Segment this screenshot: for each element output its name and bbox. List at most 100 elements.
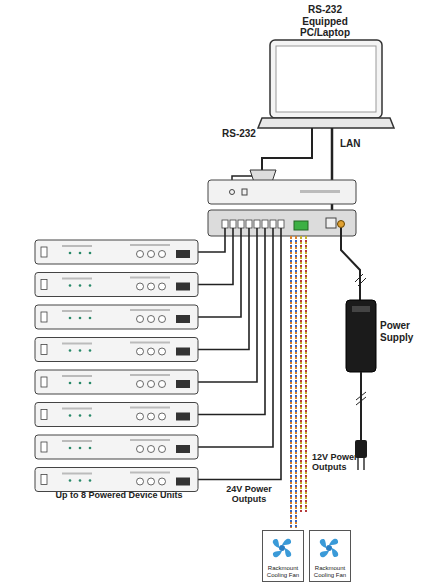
device-connector [148, 251, 155, 258]
device-connector [159, 251, 166, 258]
device-led [79, 252, 82, 255]
device-cable [198, 228, 249, 350]
device-cable [198, 228, 273, 447]
device-marking [62, 343, 92, 345]
device-connector [137, 251, 144, 258]
device-led [79, 447, 82, 450]
device-led [89, 414, 92, 417]
device-terminal [176, 250, 190, 258]
device-led [89, 284, 92, 287]
device-led [89, 252, 92, 255]
device-led [79, 479, 82, 482]
device-unit [35, 305, 198, 329]
device-led [69, 479, 72, 482]
device-connector [148, 316, 155, 323]
device-led [79, 317, 82, 320]
device-cable [198, 228, 233, 285]
device-cable [198, 228, 241, 317]
device-marking [62, 375, 92, 377]
device-port [41, 410, 47, 420]
device-unit [35, 435, 198, 459]
device-unit [35, 468, 198, 492]
callout-label: RS-232 [222, 128, 282, 140]
device-unit [35, 370, 198, 394]
device-port [41, 247, 47, 257]
port [270, 220, 276, 228]
device-connector [148, 381, 155, 388]
device-terminal [176, 283, 190, 291]
power-supply-node: Power Supply [345, 298, 423, 374]
device-terminal [176, 348, 190, 356]
device-connector [148, 478, 155, 485]
device-led [79, 284, 82, 287]
device-connector [137, 348, 144, 355]
device-led [79, 382, 82, 385]
device-cable [198, 228, 281, 480]
device-connector [159, 446, 166, 453]
callout-label: 12V Power Outputs [312, 452, 364, 473]
device-terminal [176, 478, 190, 486]
device-led [89, 382, 92, 385]
device-unit [35, 273, 198, 297]
device-marking [62, 408, 92, 410]
device-marking [62, 473, 92, 475]
device-connector [137, 413, 144, 420]
device-port [41, 345, 47, 355]
device-port [41, 475, 47, 485]
device-unit [35, 403, 198, 427]
device-led [89, 349, 92, 352]
port [254, 220, 260, 228]
device-connector [159, 413, 166, 420]
device-marking [62, 310, 92, 312]
device-marking [130, 244, 170, 246]
device-connector [148, 348, 155, 355]
port [278, 220, 284, 228]
device-led [79, 414, 82, 417]
port [222, 220, 228, 228]
device-led [69, 414, 72, 417]
device-marking [130, 439, 170, 441]
port [230, 220, 236, 228]
device-connector [159, 381, 166, 388]
device-led [89, 479, 92, 482]
device-marking [62, 245, 92, 247]
port [246, 220, 252, 228]
device-terminal [176, 315, 190, 323]
device-connector [137, 381, 144, 388]
device-marking [130, 342, 170, 344]
device-terminal [176, 413, 190, 421]
port [238, 220, 244, 228]
device-connector [148, 446, 155, 453]
callout-label: Up to 8 Powered Device Units [36, 490, 202, 500]
device-connector [148, 413, 155, 420]
node-text: Rackmount Cooling Fan [264, 565, 302, 579]
device-connector [137, 316, 144, 323]
fan-box: Rackmount Cooling Fan [309, 530, 351, 582]
device-cable [198, 228, 265, 415]
device-connector [159, 283, 166, 290]
device-led [69, 447, 72, 450]
device-port [41, 312, 47, 322]
device-marking [130, 277, 170, 279]
device-connector [137, 283, 144, 290]
device-cable [198, 228, 225, 252]
device-terminal [176, 445, 190, 453]
device-connector [137, 446, 144, 453]
device-marking [62, 440, 92, 442]
device-led [89, 317, 92, 320]
node-text: Rackmount Cooling Fan [311, 565, 349, 579]
node-text: Power Supply [380, 320, 420, 343]
device-port [41, 280, 47, 290]
fan-box: Rackmount Cooling Fan [262, 530, 304, 582]
device-led [69, 317, 72, 320]
device-cable [198, 228, 257, 382]
device-port [41, 377, 47, 387]
laptop-node: RS-232 Equipped PC/Laptop [258, 4, 392, 134]
device-port [41, 442, 47, 452]
device-terminal [176, 380, 190, 388]
device-unit [35, 338, 198, 362]
device-connector [137, 478, 144, 485]
device-led [69, 284, 72, 287]
device-connector [159, 316, 166, 323]
